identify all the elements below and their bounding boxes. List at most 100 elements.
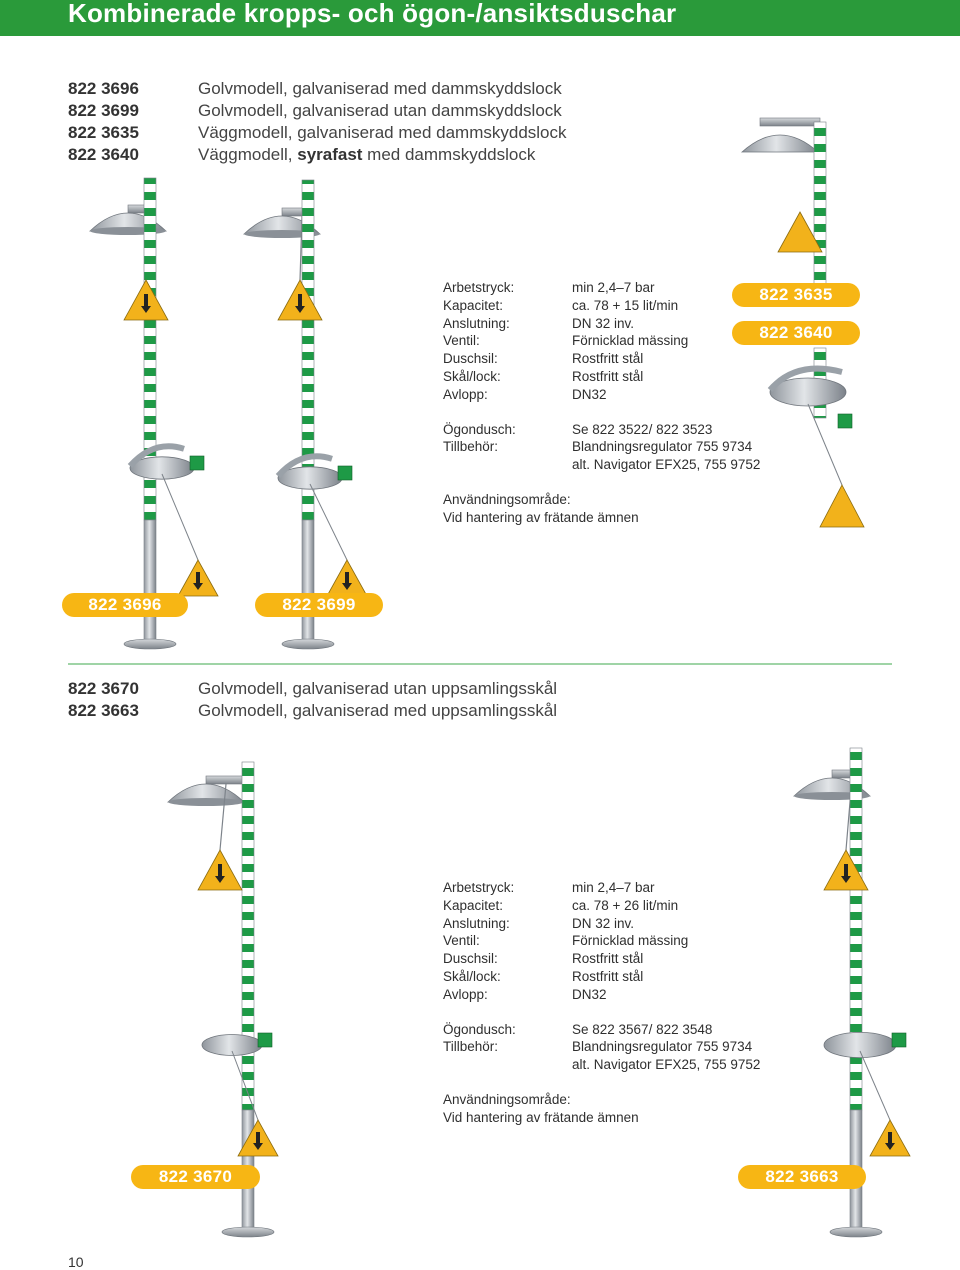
spec-label: Ögondusch:: [443, 1021, 516, 1037]
floor-flange: [829, 1226, 883, 1238]
down-arrow-icon: [193, 572, 203, 590]
spec-value: Förnicklad mässing: [572, 933, 689, 949]
eyewash-bowl: [769, 377, 847, 407]
product-row: 822 3635 Väggmodell, galvaniserad med dam…: [68, 122, 567, 144]
supply-pipe: [143, 519, 157, 641]
product-row: 822 3640 Väggmodell, syrafast med dammsky…: [68, 144, 535, 166]
spec-row: Skål/lock: Rostfritt stål: [443, 968, 760, 986]
product-description: Väggmodell, syrafast med dammskyddslock: [198, 145, 535, 164]
spec-value: ca. 78 + 15 lit/min: [572, 297, 679, 313]
supply-pipe-striped: [241, 761, 255, 1111]
spec-row: Ögondusch:Se 822 3522/ 822 3523: [443, 421, 760, 439]
usage-value: Vid hantering av frätande ämnen: [443, 1109, 639, 1125]
eyewash-pull-sign: [819, 484, 865, 528]
supply-pipe: [301, 519, 315, 641]
eyewash-sign-icon: [837, 413, 853, 429]
spec-label: Skål/lock:: [443, 968, 501, 984]
spec-value: min 2,4–7 bar: [572, 280, 655, 295]
product-description: Golvmodell, galvaniserad utan dammskydds…: [198, 101, 562, 120]
spec-label: Duschsil:: [443, 951, 498, 967]
spec-value: Blandningsregulator 755 9734: [572, 1039, 753, 1055]
down-arrow-icon: [841, 864, 851, 883]
showerhead: [740, 134, 820, 153]
product-code: 822 3635: [68, 123, 139, 142]
spec-row: Avlopp:DN32: [443, 386, 760, 404]
pull-cable: [161, 473, 199, 561]
description-emphasis: syrafast: [297, 145, 363, 164]
spec-value: DN 32 inv.: [572, 315, 635, 331]
safety-shower-illustration: [88, 177, 219, 650]
pull-cable: [231, 1050, 259, 1121]
spec-row: Tillbehör:Blandningsregulator 755 9734: [443, 1038, 760, 1056]
spec-label: Arbetstryck:: [443, 280, 515, 295]
product-description: Golvmodell, galvaniserad utan uppsamling…: [198, 679, 558, 698]
pull-rod: [299, 215, 303, 281]
page-number: 10: [68, 1254, 84, 1270]
spec-value: DN 32 inv.: [572, 915, 635, 931]
spec-row: Ventil:Förnicklad mässing: [443, 332, 760, 350]
safety-shower-illustration: [242, 179, 368, 650]
description-text: Väggmodell,: [198, 145, 298, 164]
spec-label: Kapacitet:: [443, 897, 504, 913]
spec-value: ca. 78 + 26 lit/min: [572, 897, 679, 913]
spec-label: Ögondusch:: [443, 421, 516, 437]
product-code: 822 3670: [68, 679, 139, 698]
spec-label: Anslutning:: [443, 915, 510, 931]
wall-shower-illustration: [740, 117, 865, 528]
spec-row: Kapacitet: ca. 78 + 26 lit/min: [443, 897, 760, 915]
down-arrow-icon: [342, 572, 352, 590]
spec-label: Ventil:: [443, 933, 480, 949]
spec-row: Anslutning: DN 32 inv.: [443, 915, 760, 933]
spec-table: Arbetstryck: min 2,4–7 bar Kapacitet: ca. …: [443, 879, 760, 1127]
shower-arm: [759, 117, 821, 127]
supply-pipe-striped: [813, 121, 827, 293]
product-badge: 822 3663: [738, 1165, 866, 1189]
spec-table: Arbetstryck:min 2,4–7 bar Kapacitet:ca. …: [443, 279, 760, 527]
spec-value: min 2,4–7 bar: [572, 880, 655, 895]
floor-flange: [221, 1226, 275, 1238]
spec-value: DN32: [572, 986, 607, 1002]
spec-value: Rostfritt stål: [572, 351, 644, 367]
product-badge: 822 3635: [732, 283, 860, 307]
down-arrow-icon: [141, 294, 151, 313]
product-description: Golvmodell, galvaniserad med uppsamlings…: [198, 701, 558, 720]
spec-value: Rostfritt stål: [572, 368, 644, 384]
product-code: 822 3640: [68, 145, 139, 164]
usage-label: Användningsområde:: [443, 1091, 571, 1107]
usage-label: Användningsområde:: [443, 491, 571, 507]
pull-cable: [309, 483, 348, 561]
product-code: 822 3663: [68, 701, 139, 720]
spec-row: Arbetstryck: min 2,4–7 bar: [443, 879, 760, 897]
spec-label: Arbetstryck:: [443, 880, 515, 895]
pull-rod: [219, 783, 227, 851]
down-arrow-icon: [295, 294, 305, 313]
spec-label: Anslutning:: [443, 315, 510, 331]
eyewash-sign-icon: [891, 1032, 907, 1048]
spec-label: Avlopp:: [443, 386, 488, 402]
shower-arm: [205, 775, 249, 785]
down-arrow-icon: [253, 1132, 263, 1150]
spec-value: Rostfritt stål: [572, 968, 644, 984]
product-row: 822 3670 Golvmodell, galvaniserad utan up…: [68, 678, 557, 700]
spec-continuation: alt. Navigator EFX25, 755 9752: [572, 457, 761, 473]
spec-label: Tillbehör:: [443, 439, 499, 455]
down-arrow-icon: [885, 1132, 895, 1150]
spec-label: Skål/lock:: [443, 368, 501, 384]
safety-shower-illustration: [792, 747, 911, 1238]
spec-row: Duschsil:Rostfritt stål: [443, 350, 760, 368]
section-divider: [68, 663, 892, 665]
eyewash-sign-icon: [257, 1032, 273, 1048]
product-description: Väggmodell, galvaniserad med dammskyddsl…: [198, 123, 567, 142]
spec-row: Skål/lock: Rostfritt stål: [443, 368, 760, 386]
down-arrow-icon: [215, 864, 225, 883]
pull-cable: [859, 1050, 891, 1121]
spec-row: Tillbehör:Blandningsregulator 755 9734: [443, 438, 760, 456]
product-badge: 822 3696: [62, 593, 188, 617]
safety-shower-illustration: [166, 761, 279, 1238]
dust-cover-lid: [767, 365, 843, 393]
pull-handle-sign: [777, 211, 823, 253]
spec-continuation: alt. Navigator EFX25, 755 9752: [572, 1057, 761, 1073]
